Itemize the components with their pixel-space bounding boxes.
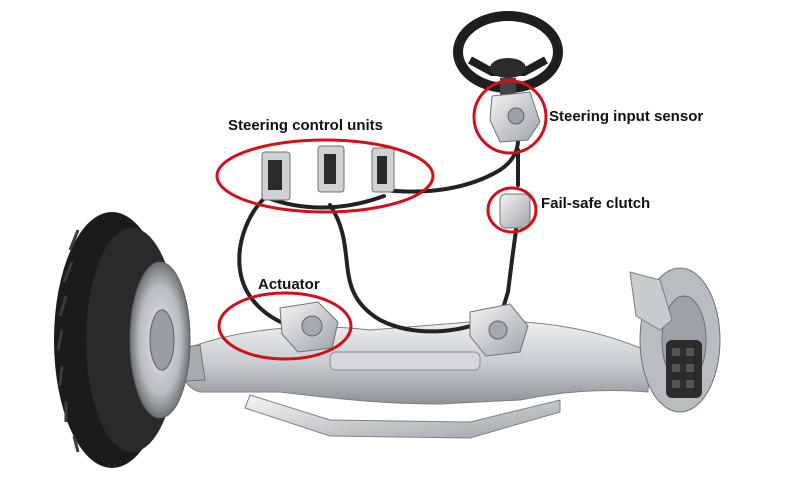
steering-input-sensor-unit xyxy=(489,91,541,143)
label-actuator: Actuator xyxy=(258,276,320,293)
steering-rack-gear xyxy=(469,303,529,357)
label-steering-control-units: Steering control units xyxy=(228,117,384,134)
tire-icon xyxy=(54,212,191,468)
steering-wheel-icon xyxy=(453,11,563,100)
fail-safe-clutch-unit xyxy=(499,193,531,229)
label-steering-input-sensor: Steering input sensor xyxy=(549,108,704,125)
fail-safe-clutch-highlight xyxy=(486,186,538,234)
axle-subframe xyxy=(159,320,651,439)
label-fail-safe-clutch: Fail-safe clutch xyxy=(541,195,651,212)
actuator-highlight xyxy=(217,291,353,361)
highlight-rings xyxy=(215,79,548,361)
input-sensor-highlight xyxy=(472,79,548,155)
control-units-highlight xyxy=(215,138,435,214)
control-unit-icon xyxy=(261,145,395,201)
brake-caliper-icon xyxy=(629,267,721,413)
